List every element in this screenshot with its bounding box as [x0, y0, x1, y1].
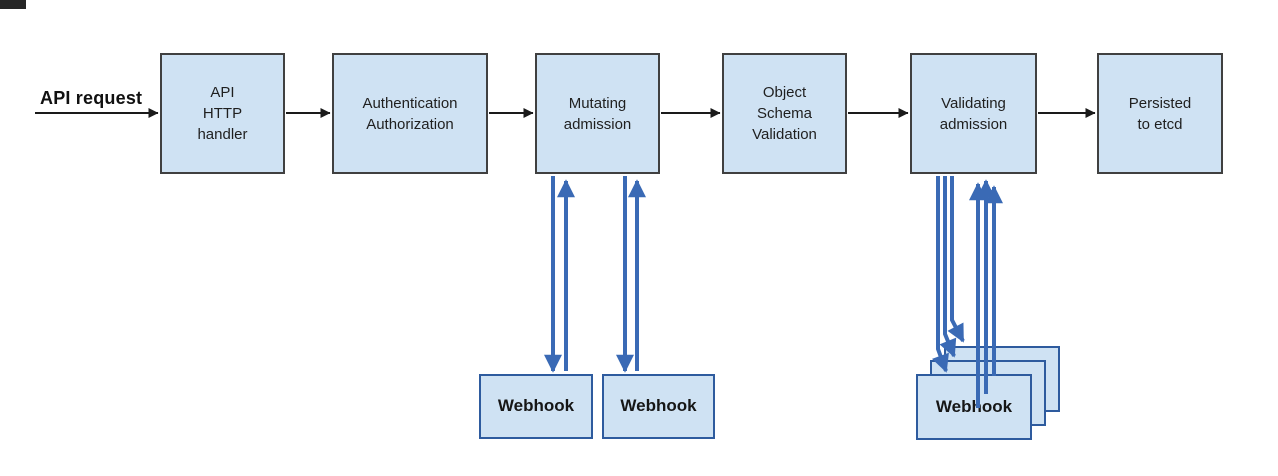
- api-request-label: API request: [40, 88, 143, 108]
- node-label: Webhook: [620, 396, 697, 416]
- edge-validating-webhook-call-3: [932, 176, 949, 373]
- node-mutating-webhook-1: Webhook: [479, 374, 593, 439]
- node-label: Validating admission: [939, 94, 1008, 133]
- node-api-http-handler: API HTTP handler: [160, 53, 285, 174]
- node-object-schema-validation: Object Schema Validation: [722, 53, 847, 174]
- node-persisted-to-etcd: Persisted to etcd: [1097, 53, 1223, 174]
- node-authentication-authorization: Authentication Authorization: [332, 53, 488, 174]
- node-validating-admission: Validating admission: [910, 53, 1037, 174]
- node-label: Object Schema Validation: [752, 84, 817, 143]
- node-label: Webhook: [935, 396, 1013, 416]
- node-validating-webhook-front: Webhook: [916, 374, 1032, 440]
- node-label: Authentication Authorization: [362, 94, 458, 133]
- node-label: Persisted to etcd: [1128, 94, 1192, 133]
- corner-artifact: [0, 0, 26, 9]
- edge-validating-webhook-call-1: [947, 176, 965, 343]
- node-label: Webhook: [497, 396, 575, 416]
- node-label: API HTTP handler: [197, 84, 248, 143]
- node-mutating-admission: Mutating admission: [535, 53, 660, 174]
- edge-validating-webhook-call-2: [939, 176, 957, 358]
- node-mutating-webhook-2: Webhook: [602, 374, 715, 439]
- node-label: Mutating admission: [563, 94, 632, 133]
